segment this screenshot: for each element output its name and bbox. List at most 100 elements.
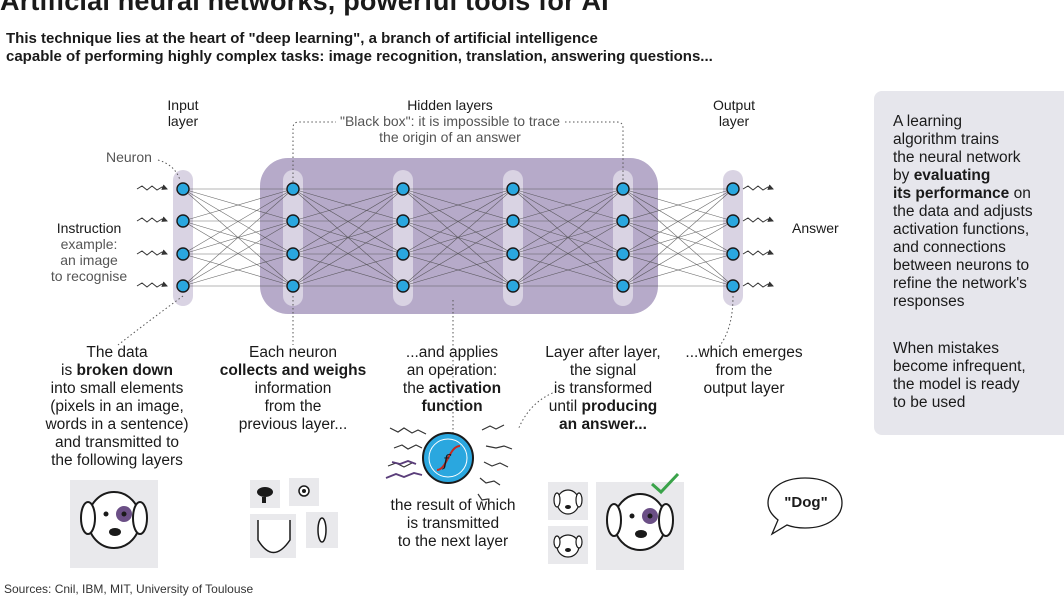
connection-line (182, 188, 294, 255)
caption-3b-line-2: is transmitted (406, 515, 500, 532)
caption-3-line-3a: the (402, 380, 429, 397)
answer-label: Answer (792, 220, 839, 236)
instruction-label-1: Instruction (56, 220, 122, 236)
neuron-label: Neuron (106, 149, 152, 165)
pointer-caption-5 (717, 295, 734, 349)
activation-lines-in (387, 427, 427, 468)
neuron-2-0 (396, 182, 410, 196)
output-wave-1 (742, 216, 774, 223)
connection-line (622, 188, 734, 255)
caption-4-line-1: Layer after layer, (545, 344, 661, 361)
caption-1-line-1: The data (86, 344, 148, 361)
output-layer-label: Output layer (704, 97, 764, 129)
connection-line (622, 188, 734, 287)
side-line-10: refine the network's (893, 275, 1027, 292)
connection-line (182, 253, 294, 287)
caption-5-line-3: output layer (703, 380, 785, 397)
side-line-3: the neural network (893, 149, 1021, 166)
side-line-7: activation functions, (893, 221, 1030, 238)
side-line-11: responses (893, 293, 965, 310)
connection-line (402, 188, 514, 222)
caption-3-line-4: function (421, 398, 483, 415)
layer-bar-1 (283, 170, 303, 306)
caption-4-line-4b: producing (581, 398, 658, 415)
connection-line (402, 188, 514, 287)
side-line-5b: on (1009, 185, 1031, 202)
connection-line (182, 188, 294, 222)
connection-line (512, 188, 624, 222)
caption-4-line-5: an answer... (559, 416, 647, 433)
connection-line (292, 253, 404, 287)
output-wave-0 (742, 184, 774, 191)
caption-3-line-2: an operation: (406, 362, 498, 379)
caption-layer-after-layer: Layer after layer, the signal is transfo… (536, 344, 670, 434)
connection-line (182, 220, 294, 287)
connection-line (512, 253, 624, 287)
input-wave-3 (136, 281, 168, 288)
neuron-2-1 (396, 214, 410, 228)
input-waves (136, 184, 168, 288)
caption-activation-function: ...and applies an operation: the activat… (388, 344, 516, 416)
connection-line (292, 188, 404, 255)
side-p2-line-3: the model is ready (893, 376, 1020, 393)
subtitle-line-1: This technique lies at the heart of "dee… (6, 30, 598, 47)
connection-line (622, 188, 734, 222)
neuron-5-2 (726, 247, 740, 261)
caption-1-line-6: and transmitted to (54, 434, 180, 451)
neuron-1-3 (286, 279, 300, 293)
connection-line (292, 188, 404, 222)
side-line-4a: by (893, 167, 914, 184)
layer-bar-4 (613, 170, 633, 306)
neuron-3-1 (506, 214, 520, 228)
neuron-3-3 (506, 279, 520, 293)
layer-bars (173, 170, 743, 306)
activation-lines-in-purple (385, 460, 423, 479)
caption-broken-down: The data is broken down into small eleme… (32, 344, 202, 470)
neuron-0-1 (176, 214, 190, 228)
neuron-5-1 (726, 214, 740, 228)
caption-3b-line-1: the result of which (390, 497, 516, 514)
caption-1-line-2a: is (61, 362, 77, 379)
caption-3b-line-3: to the next layer (397, 533, 509, 550)
side-line-1: A learning (893, 113, 962, 130)
side-line-9: between neurons to (893, 257, 1030, 274)
caption-5-line-2: from the (715, 362, 773, 379)
pointer-caption-1 (117, 295, 184, 346)
sources: Sources: Cnil, IBM, MIT, University of T… (4, 582, 254, 596)
connection-line (622, 253, 734, 287)
connection-line (292, 220, 404, 287)
neuron-0-0 (176, 182, 190, 196)
instruction-label-2: example: (60, 236, 118, 252)
side-p2-line-2: become infrequent, (893, 358, 1026, 375)
connection-line (292, 188, 404, 287)
caption-4-line-3: is transformed (553, 380, 653, 397)
input-layer-label: Input layer (158, 97, 208, 129)
black-box-note-1: "Black box": it is impossible to trace (339, 113, 561, 129)
page-title: Artificial neural networks, powerful too… (0, 0, 609, 16)
side-line-8: and connections (893, 239, 1006, 256)
side-line-4b: evaluating (913, 167, 991, 184)
neuron-4-0 (616, 182, 630, 196)
layer-bar-2 (393, 170, 413, 306)
connection-line (402, 253, 514, 287)
layer-bar-3 (503, 170, 523, 306)
input-wave-1 (136, 216, 168, 223)
instruction-label-3: an image (60, 252, 118, 268)
speech-bubble (767, 477, 843, 536)
side-line-6: the data and adjusts (893, 203, 1033, 220)
neuron-2-3 (396, 279, 410, 293)
output-waves (742, 184, 774, 288)
neuron-pointer (157, 159, 181, 181)
neuron-4-1 (616, 214, 630, 228)
activation-lines-out (477, 424, 513, 501)
caption-1-line-2b: broken down (76, 362, 173, 379)
neuron-1-1 (286, 214, 300, 228)
caption-2-line-5: previous layer... (238, 416, 348, 433)
caption-3-line-1: ...and applies (405, 344, 499, 361)
side-text-training: A learning algorithm trains the neural n… (893, 113, 1033, 311)
instruction-label-4: to recognise (50, 268, 128, 284)
neuron-4-3 (616, 279, 630, 293)
caption-output-layer: ...which emerges from the output layer (676, 344, 812, 398)
side-line-5a: its performance (893, 185, 1010, 202)
connection-line (402, 220, 514, 287)
